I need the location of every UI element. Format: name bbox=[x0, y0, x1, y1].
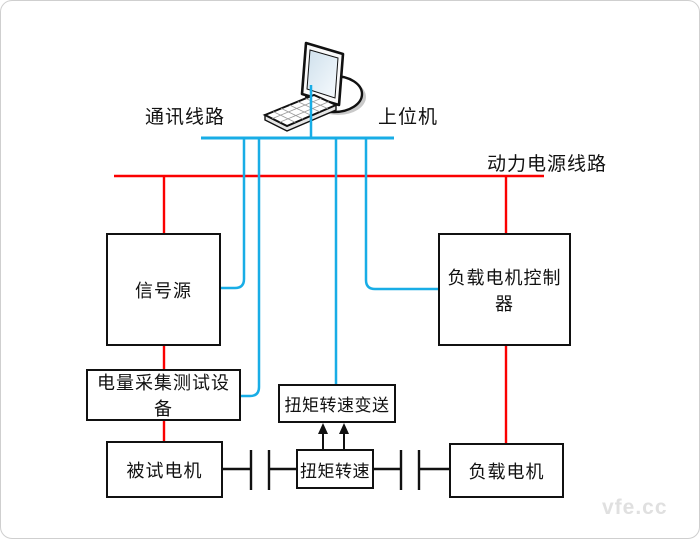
box-motor-under-test: 被试电机 bbox=[106, 441, 223, 498]
site-watermark: vfe.cc bbox=[602, 496, 668, 519]
box-torque-speed-sensor: 扭矩转速 bbox=[296, 449, 374, 489]
comm-drop-controller bbox=[364, 138, 438, 291]
box-power-acquisition: 电量采集测试设备 bbox=[86, 369, 241, 421]
box-signal-source: 信号源 bbox=[106, 233, 221, 346]
host-computer-label: 上位机 bbox=[378, 107, 439, 128]
comm-drop-acquisition bbox=[241, 138, 261, 398]
comm-drop-signal-source bbox=[221, 138, 246, 290]
torque-signal-arrows bbox=[318, 423, 349, 449]
power-line-label: 动力电源线路 bbox=[487, 154, 608, 175]
monitor-screen bbox=[306, 49, 339, 99]
box-torque-transmitter: 扭矩转速变送 bbox=[278, 384, 396, 423]
coupling-left bbox=[249, 450, 271, 490]
keyboard-icon bbox=[262, 93, 339, 132]
coupling-right bbox=[399, 450, 421, 490]
box-load-motor-controller: 负载电机控制器 bbox=[438, 233, 571, 346]
host-computer-icon bbox=[262, 41, 366, 132]
comm-line-label: 通讯线路 bbox=[145, 107, 226, 128]
box-load-motor: 负载电机 bbox=[449, 443, 564, 498]
